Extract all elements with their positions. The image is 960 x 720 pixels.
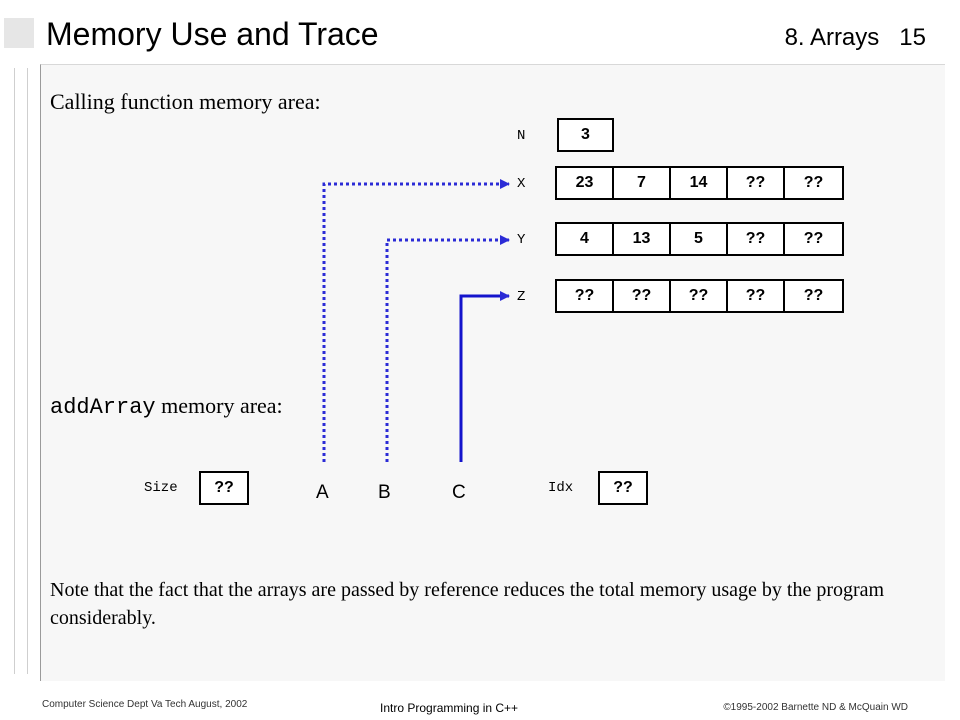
array-x-cell: ?? [803, 174, 824, 191]
footer-right: ©1995-2002 Barnette ND & McQuain WD [723, 702, 908, 713]
param-c-label: C [452, 482, 466, 503]
array-name-x: X [517, 176, 526, 192]
page-number: 15 [899, 24, 926, 51]
array-x-cell: ?? [728, 168, 785, 198]
chapter-page-label: 8. Arrays 15 [785, 22, 926, 54]
array-y-cell: ?? [728, 224, 785, 254]
array-x: 23 7 14 ?? ?? [555, 166, 844, 200]
note-text: Note that the fact that the arrays are p… [50, 579, 885, 629]
array-y-cell: ?? [803, 230, 824, 247]
sidebar-bar [14, 68, 28, 674]
array-name-y: Y [517, 232, 526, 248]
array-y-cell: 5 [671, 224, 728, 254]
addarray-code: addArray [50, 395, 156, 420]
array-x-cell: 23 [557, 168, 614, 198]
array-x-cell: 14 [671, 168, 728, 198]
array-y-cell: 13 [614, 224, 671, 254]
var-idx-box: ?? [598, 471, 648, 505]
param-a-label: A [316, 482, 329, 503]
addarray-area-label: addArray memory area: [50, 392, 283, 422]
array-z: ?? ?? ?? ?? ?? [555, 279, 844, 313]
array-name-z: Z [517, 289, 526, 305]
array-x-cell: 7 [614, 168, 671, 198]
array-y-cell: 4 [557, 224, 614, 254]
corner-decoration [4, 18, 36, 48]
var-name-n: N [517, 128, 526, 144]
array-z-cell: ?? [671, 281, 728, 311]
param-b-label: B [378, 482, 391, 503]
array-y: 4 13 5 ?? ?? [555, 222, 844, 256]
reference-arrow-a [322, 179, 510, 462]
slide-title: Memory Use and Trace [46, 16, 379, 52]
addarray-text: memory area: [155, 393, 283, 418]
var-n-box: 3 [557, 118, 614, 152]
array-z-cell: ?? [728, 281, 785, 311]
footer-left: Computer Science Dept Va Tech August, 20… [42, 699, 248, 710]
reference-arrow-c [459, 291, 510, 462]
chapter-label: 8. Arrays [784, 24, 880, 51]
reference-arrow-b [385, 235, 510, 462]
array-z-cell: ?? [803, 287, 824, 304]
calling-area-label: Calling function memory area: [50, 89, 321, 114]
var-name-size: Size [144, 480, 178, 496]
var-name-idx: Idx [548, 480, 574, 496]
var-size-box: ?? [199, 471, 249, 505]
array-z-cell: ?? [557, 281, 614, 311]
array-z-cell: ?? [614, 281, 671, 311]
footer-center: Intro Programming in C++ [380, 701, 519, 715]
